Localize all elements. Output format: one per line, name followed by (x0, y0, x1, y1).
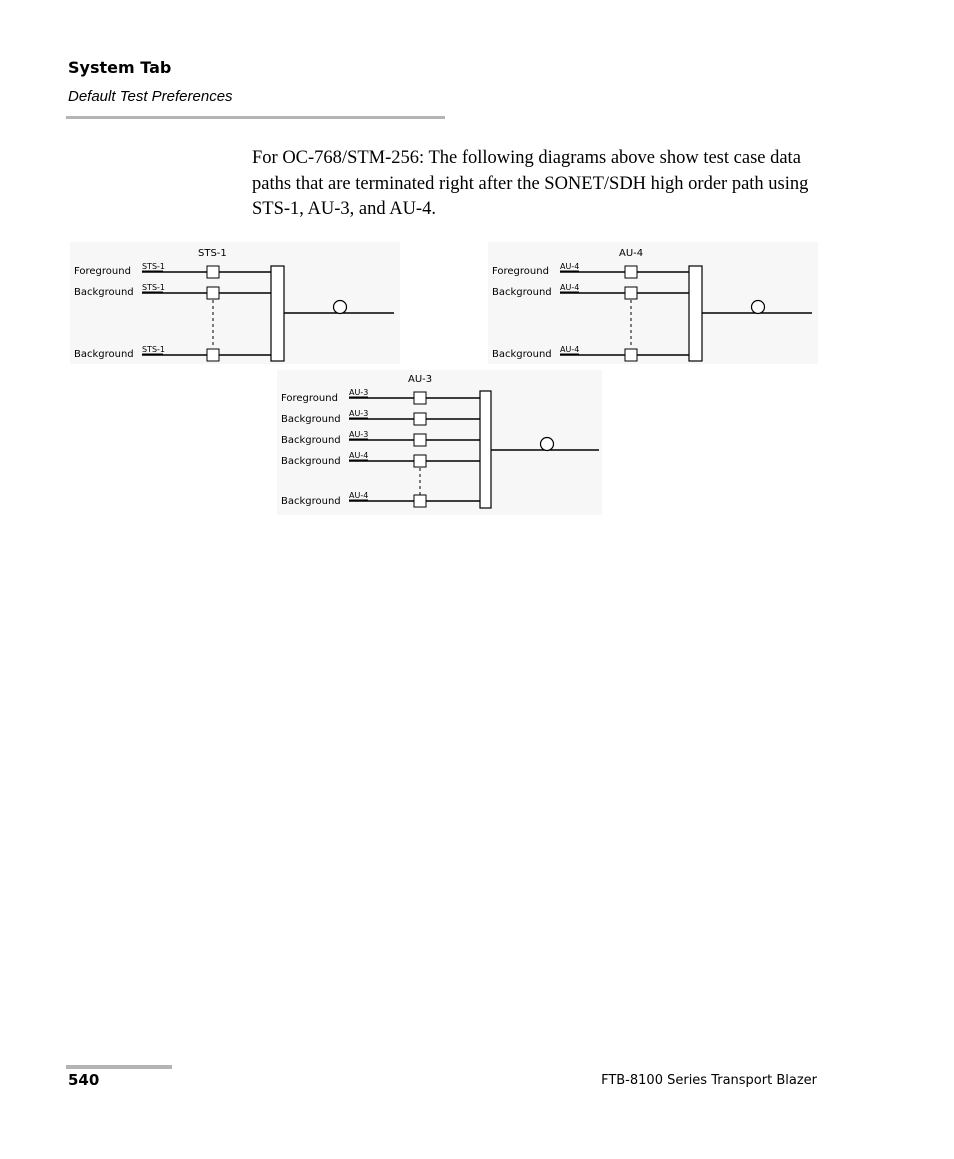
footer-divider (66, 1065, 172, 1069)
sts1-diagram: STS-1 Foreground STS-1 Background STS-1 … (70, 242, 400, 364)
channel-square (413, 454, 427, 468)
channel-square (413, 412, 427, 426)
au4-diagram: AU-4 Foreground AU-4 Background AU-4 Bac… (488, 242, 818, 364)
mux-bar (270, 265, 285, 362)
termination-circle (750, 299, 766, 315)
row-label: Background (281, 496, 341, 507)
mux-bar (479, 390, 492, 509)
row-tag: AU-4 (560, 283, 579, 292)
row-label: Background (281, 414, 341, 425)
row-tag: STS-1 (142, 283, 165, 292)
row-label: Background (492, 287, 552, 298)
row-tag: STS-1 (142, 345, 165, 354)
channel-square (413, 494, 427, 508)
row-label: Background (281, 456, 341, 467)
row-label: Background (74, 287, 134, 298)
row-label: Background (74, 349, 134, 360)
diagram-title: AU-3 (408, 374, 432, 385)
row-tag: AU-3 (349, 388, 368, 397)
body-paragraph: For OC-768/STM-256: The following diagra… (252, 148, 809, 219)
footer-product-title: FTB-8100 Series Transport Blazer (601, 1073, 817, 1088)
row-label: Foreground (74, 266, 131, 277)
channel-square (624, 286, 638, 300)
page-number: 540 (68, 1071, 100, 1089)
channel-square (624, 348, 638, 362)
row-tag: AU-4 (349, 491, 368, 500)
channel-square (206, 265, 220, 279)
termination-circle (332, 299, 348, 315)
channel-square (413, 433, 427, 447)
channel-square (206, 348, 220, 362)
row-tag: AU-3 (349, 430, 368, 439)
row-tag: AU-4 (560, 345, 579, 354)
row-label: Foreground (281, 393, 338, 404)
channel-square (206, 286, 220, 300)
header-divider (66, 116, 445, 119)
channel-square (413, 391, 427, 405)
diagram-title: AU-4 (619, 248, 643, 259)
section-title: System Tab (68, 58, 172, 77)
termination-circle (539, 436, 555, 452)
row-label: Background (492, 349, 552, 360)
row-label: Background (281, 435, 341, 446)
section-subtitle: Default Test Preferences (68, 88, 233, 105)
row-tag: AU-3 (349, 409, 368, 418)
row-tag: STS-1 (142, 262, 165, 271)
row-label: Foreground (492, 266, 549, 277)
channel-square (624, 265, 638, 279)
diagram-title: STS-1 (198, 248, 227, 259)
row-tag: AU-4 (560, 262, 579, 271)
row-tag: AU-4 (349, 451, 368, 460)
mux-bar (688, 265, 703, 362)
au3-diagram: AU-3 Foreground AU-3 Background AU-3 Bac… (277, 370, 602, 515)
